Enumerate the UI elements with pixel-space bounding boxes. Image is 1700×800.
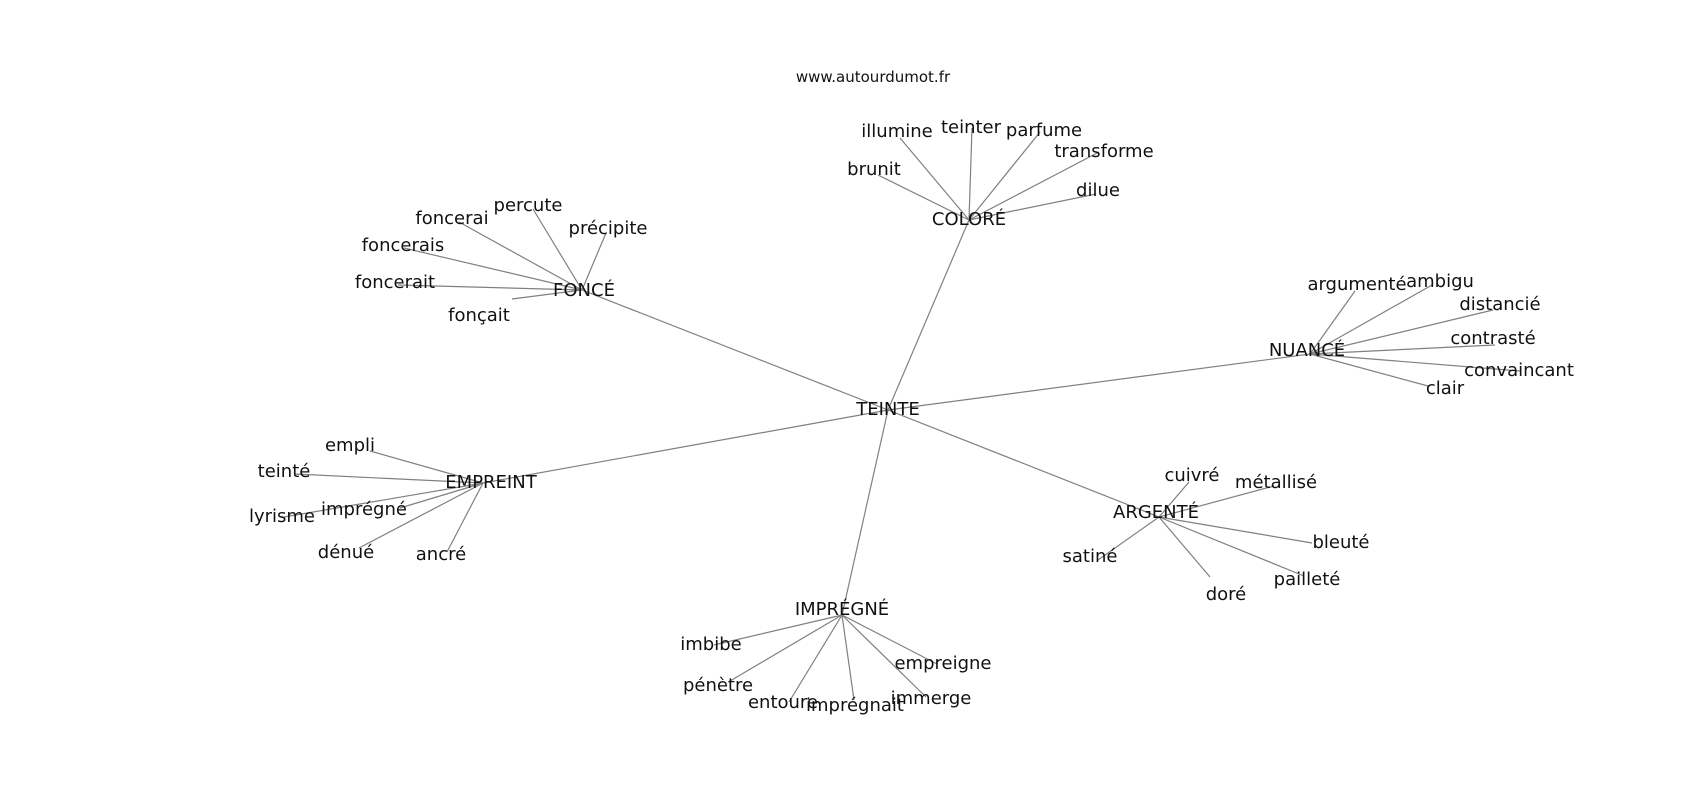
edge-fonce-word [458,221,583,291]
cluster-node-nuance: NUANCÉ [1269,339,1345,361]
word-node-empreint: teinté [258,461,311,482]
word-node-nuance: argumenté [1307,274,1406,295]
edge-colore-word [968,131,1041,221]
edge-colore-word [968,127,973,221]
edge-teinte-fonce [581,289,889,411]
edge-empreint-word [369,450,484,484]
word-node-impregne: imbibe [680,634,741,655]
word-node-fonce: foncerai [415,208,488,229]
word-node-empreint: dénué [318,542,374,563]
word-node-argente: métallisé [1235,472,1317,493]
word-node-colore: dilue [1076,180,1120,201]
word-node-empreint: lyrisme [249,506,315,527]
word-node-impregne: empreigne [894,653,991,674]
edge-argente-word [1158,481,1190,518]
word-node-empreint: empli [325,435,375,456]
edge-argente-word [1158,516,1313,544]
edge-nuance-word [1309,290,1356,355]
edge-argente-word [1158,485,1275,518]
edge-teinte-impregne [841,409,889,616]
edge-impregne-word [713,614,843,646]
word-node-impregne: entoure [748,692,818,713]
edge-fonce-word [397,284,583,291]
edge-colore-word [899,137,970,221]
edge-teinte-argente [887,409,1160,518]
edge-fonce-word [511,289,583,300]
word-node-argente: doré [1206,584,1247,605]
edges-layer [283,127,1521,703]
edge-nuance-word [1309,353,1429,387]
word-node-colore: illumine [861,121,932,142]
edge-impregne-word [841,614,927,698]
edge-fonce-word [532,208,583,291]
word-node-impregne: imprégnait [806,695,904,716]
word-node-colore: teinter [941,117,1002,138]
edge-empreint-word [399,482,484,509]
edge-nuance-word [1309,353,1521,372]
edge-impregne-word [788,614,843,703]
word-node-argente: cuivré [1164,465,1219,486]
word-node-argente: bleuté [1312,532,1369,553]
edge-impregne-word [841,614,938,665]
word-node-fonce: précipite [569,218,648,239]
word-node-fonce: fonçait [448,305,510,326]
edge-argente-word [1158,516,1211,578]
edge-fonce-word [403,247,583,291]
cluster-node-argente: ARGENTÉ [1113,501,1199,523]
word-node-fonce: foncerais [362,235,445,256]
edge-teinte-nuance [887,353,1311,411]
edge-empreint-word [358,482,484,549]
word-node-empreint: ancré [416,544,466,565]
edge-nuance-word [1309,309,1494,355]
edge-impregne-word [729,614,843,682]
edge-argente-word [1158,516,1305,577]
word-node-colore: transforme [1054,141,1153,162]
edge-empreint-word [283,482,484,518]
edge-empreint-word [446,482,484,553]
word-node-nuance: contrasté [1450,328,1535,349]
edge-argente-word [1097,516,1160,561]
word-node-fonce: percute [494,195,563,216]
word-node-argente: pailleté [1274,569,1341,590]
edge-colore-word [968,151,1100,221]
word-node-nuance: convaincant [1464,360,1574,381]
word-node-impregne: pénètre [683,675,753,696]
word-node-impregne: immerge [891,688,972,709]
cluster-node-colore: COLORÉ [932,208,1006,230]
center-node-teinte: TEINTE [855,399,920,420]
edge-nuance-word [1309,344,1496,355]
edge-teinte-empreint [482,409,889,484]
edge-colore-word [877,174,970,221]
edge-colore-word [968,193,1097,221]
edge-teinte-colore [887,219,970,411]
word-node-colore: brunit [847,159,901,180]
word-node-empreint: imprégné [321,499,407,520]
cluster-node-fonce: FONCÉ [553,279,615,301]
cluster-node-impregne: IMPRÉGNÉ [795,598,889,620]
word-node-nuance: distancié [1459,294,1540,315]
edge-empreint-word [294,473,484,484]
word-node-fonce: foncerait [355,272,435,293]
source-url: www.autourdumot.fr [796,68,951,86]
word-node-nuance: clair [1426,378,1465,399]
edge-fonce-word [581,232,607,291]
word-node-argente: satiné [1063,546,1118,567]
cluster-node-empreint: EMPREINT [445,472,537,493]
word-node-nuance: ambigu [1406,271,1474,292]
word-node-colore: parfume [1006,120,1082,141]
edge-impregne-word [841,614,855,701]
labels-layer: www.autourdumot.fr TEINTE illumine teinter… [249,68,1574,716]
edge-nuance-word [1309,284,1433,355]
